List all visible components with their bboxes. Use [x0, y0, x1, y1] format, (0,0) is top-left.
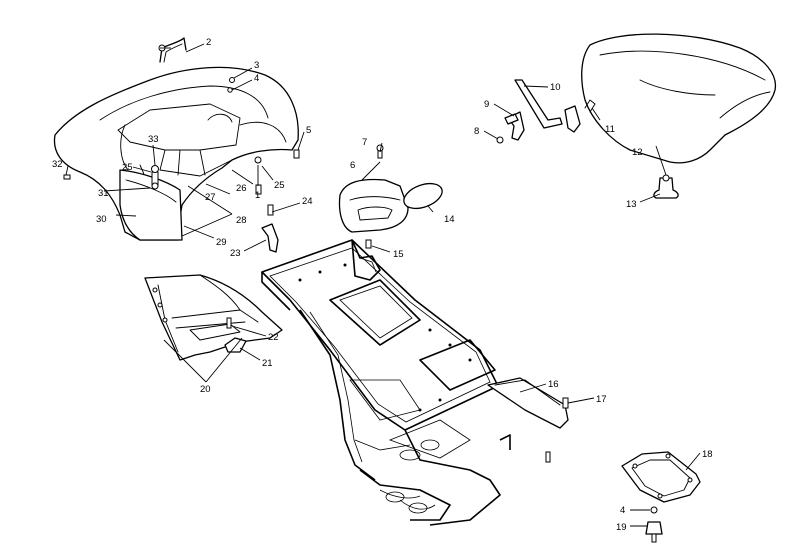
- callout-13: 13: [626, 199, 637, 210]
- callout-32: 32: [52, 159, 63, 170]
- callout-1: 1: [255, 190, 260, 201]
- callout-24: 24: [302, 196, 313, 207]
- callout-labels: 1 2 3 4 5 6 7 8 9 10 11 12 13 14 15 16 1…: [52, 37, 713, 533]
- callout-23: 23: [230, 248, 241, 259]
- callout-31: 31: [98, 188, 109, 199]
- callout-22: 22: [268, 332, 279, 343]
- callout-21: 21: [262, 358, 273, 369]
- leader-lines: [65, 43, 701, 527]
- callout-12: 12: [632, 147, 643, 158]
- callout-16: 16: [548, 379, 559, 390]
- callout-15: 15: [393, 249, 404, 260]
- callout-6: 6: [350, 160, 355, 171]
- callout-11: 11: [605, 124, 615, 135]
- fender-hardware: [63, 44, 300, 190]
- callout-25-right: 25: [274, 180, 285, 191]
- callout-4: 4: [254, 73, 259, 84]
- callout-19: 19: [616, 522, 627, 533]
- callout-14: 14: [444, 214, 455, 225]
- rear-fender: [53, 66, 299, 241]
- callout-17: 17: [596, 394, 607, 405]
- callout-26: 26: [236, 183, 247, 194]
- callout-30: 30: [96, 214, 107, 225]
- callout-33: 33: [148, 134, 159, 145]
- seat: [581, 33, 777, 199]
- mud-guard: [144, 274, 283, 361]
- callout-4-lower: 4: [620, 505, 625, 516]
- callout-5: 5: [306, 125, 311, 136]
- tool-box: [338, 144, 443, 249]
- callout-3: 3: [254, 60, 259, 71]
- callout-7: 7: [362, 137, 367, 148]
- callout-2: 2: [206, 37, 211, 48]
- skid-plate: [621, 451, 701, 543]
- callout-9: 9: [484, 99, 489, 110]
- callout-25-left: 25: [122, 162, 133, 173]
- callout-29: 29: [216, 237, 227, 248]
- callout-8: 8: [474, 126, 479, 137]
- heat-shield: [487, 377, 569, 463]
- mount-bracket: [255, 184, 279, 253]
- latch-assembly: [496, 79, 596, 144]
- callout-27: 27: [205, 192, 216, 203]
- callout-18: 18: [702, 449, 713, 460]
- callout-10: 10: [550, 82, 561, 93]
- callout-28: 28: [236, 215, 247, 226]
- vehicle-frame: [261, 239, 511, 526]
- callout-20: 20: [200, 384, 211, 395]
